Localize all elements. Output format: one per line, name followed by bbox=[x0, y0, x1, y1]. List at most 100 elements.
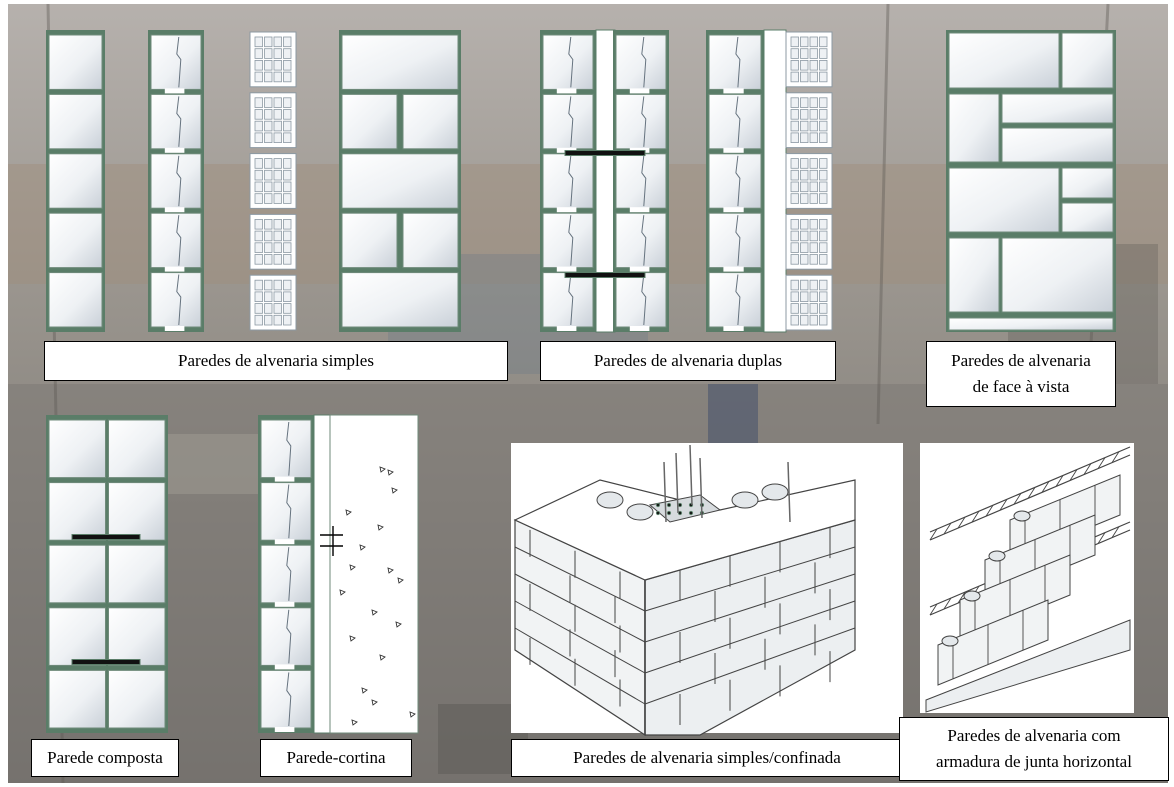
brick-cell bbox=[800, 132, 809, 143]
wall-double-section bbox=[540, 29, 669, 333]
joint-gap bbox=[274, 539, 295, 545]
aggregate-mark bbox=[361, 687, 368, 694]
concrete-panel bbox=[329, 414, 419, 734]
block-cut-line bbox=[176, 274, 182, 326]
brick-cell bbox=[809, 97, 818, 108]
brick-cell bbox=[254, 36, 263, 48]
cavity bbox=[763, 29, 787, 333]
truss-diagonal bbox=[1013, 493, 1022, 505]
joint-gap bbox=[723, 207, 744, 213]
vertical-rebar bbox=[787, 461, 791, 523]
aggregate-mark bbox=[359, 544, 366, 551]
truss-diagonal bbox=[999, 499, 1008, 511]
masonry-block bbox=[542, 93, 594, 150]
aggregate-mark bbox=[409, 711, 416, 718]
masonry-block bbox=[108, 669, 166, 729]
brick-cell bbox=[264, 60, 273, 71]
brick-cell bbox=[819, 60, 828, 71]
block-cut-line bbox=[568, 155, 574, 207]
brick-cell bbox=[273, 279, 282, 291]
masonry-block bbox=[948, 32, 1060, 89]
brick-cell bbox=[283, 158, 292, 169]
brick-cell bbox=[273, 132, 282, 143]
brick-cell bbox=[809, 193, 818, 204]
block-cut-line bbox=[286, 484, 292, 539]
block-cell-hole bbox=[963, 590, 981, 602]
course-line bbox=[514, 600, 646, 674]
brick-cell bbox=[264, 181, 273, 193]
masonry-block bbox=[48, 212, 103, 269]
brick-cell bbox=[790, 314, 799, 326]
masonry-block bbox=[150, 93, 202, 150]
brick-cell bbox=[819, 36, 828, 48]
masonry-block bbox=[48, 93, 103, 150]
brick-cell bbox=[254, 303, 263, 314]
aggregate-mark bbox=[349, 564, 356, 571]
joint-gap bbox=[629, 326, 650, 331]
brick-cell bbox=[809, 218, 818, 230]
brick-cell bbox=[790, 120, 799, 132]
block-cell-hole bbox=[988, 550, 1006, 562]
block-cut-line bbox=[735, 155, 741, 207]
vertical-rebar bbox=[699, 457, 703, 519]
masonry-block bbox=[341, 153, 459, 209]
brick-cell bbox=[273, 218, 282, 230]
truss-diagonal bbox=[943, 597, 952, 610]
masonry-block bbox=[341, 212, 398, 269]
truss-diagonal bbox=[985, 504, 994, 517]
brick-cell bbox=[809, 242, 818, 253]
truss-rail bbox=[929, 454, 1131, 541]
block-cut-line bbox=[641, 96, 647, 147]
masonry-block bbox=[708, 153, 762, 209]
vertical-rebar bbox=[675, 452, 679, 514]
vertical-rebar bbox=[663, 461, 667, 523]
label-paredes-duplas: Paredes de alvenaria duplas bbox=[540, 341, 836, 381]
course-line bbox=[644, 573, 856, 643]
brick-cell bbox=[254, 279, 263, 291]
masonry-block bbox=[402, 212, 459, 269]
truss-diagonal bbox=[1111, 526, 1120, 538]
brick-cell bbox=[800, 97, 809, 108]
brick-cell bbox=[254, 218, 263, 230]
brick-cell bbox=[800, 48, 809, 59]
truss-diagonal bbox=[943, 522, 952, 535]
masonry-block bbox=[615, 212, 667, 269]
aggregate-mark bbox=[349, 635, 356, 642]
joint-gap bbox=[164, 207, 185, 213]
brick-cell bbox=[800, 218, 809, 230]
brick-cell bbox=[819, 169, 828, 181]
brick-cell bbox=[254, 120, 263, 132]
brick-cell bbox=[254, 314, 263, 326]
cavity bbox=[595, 29, 616, 333]
masonry-block bbox=[108, 482, 166, 541]
grouted-core bbox=[648, 494, 722, 523]
masonry-block bbox=[948, 93, 1000, 163]
brick-cell bbox=[264, 254, 273, 265]
joint-gap bbox=[556, 207, 577, 213]
joint-gap bbox=[164, 147, 185, 153]
block-cell-hole bbox=[731, 491, 759, 509]
masonry-block bbox=[708, 272, 762, 328]
brick-cell bbox=[264, 230, 273, 242]
brick-cell bbox=[264, 279, 273, 291]
truss-rail bbox=[929, 446, 1131, 533]
wall-simple-solid bbox=[46, 30, 105, 332]
wall-tie bbox=[564, 150, 646, 156]
brick-cell bbox=[790, 97, 799, 108]
brick-cell bbox=[273, 314, 282, 326]
brick-cell bbox=[809, 254, 818, 265]
brick-cell bbox=[790, 132, 799, 143]
brick-cell bbox=[819, 279, 828, 291]
brick-cell bbox=[273, 109, 282, 120]
brick-cell bbox=[790, 303, 799, 314]
masonry-block bbox=[615, 93, 667, 150]
block-cell-hole bbox=[941, 635, 959, 647]
joint-gap bbox=[274, 476, 295, 482]
brick-cell bbox=[273, 181, 282, 193]
brick-cell bbox=[283, 254, 292, 265]
wall-curtain bbox=[258, 414, 419, 734]
joint-gap bbox=[556, 266, 577, 272]
